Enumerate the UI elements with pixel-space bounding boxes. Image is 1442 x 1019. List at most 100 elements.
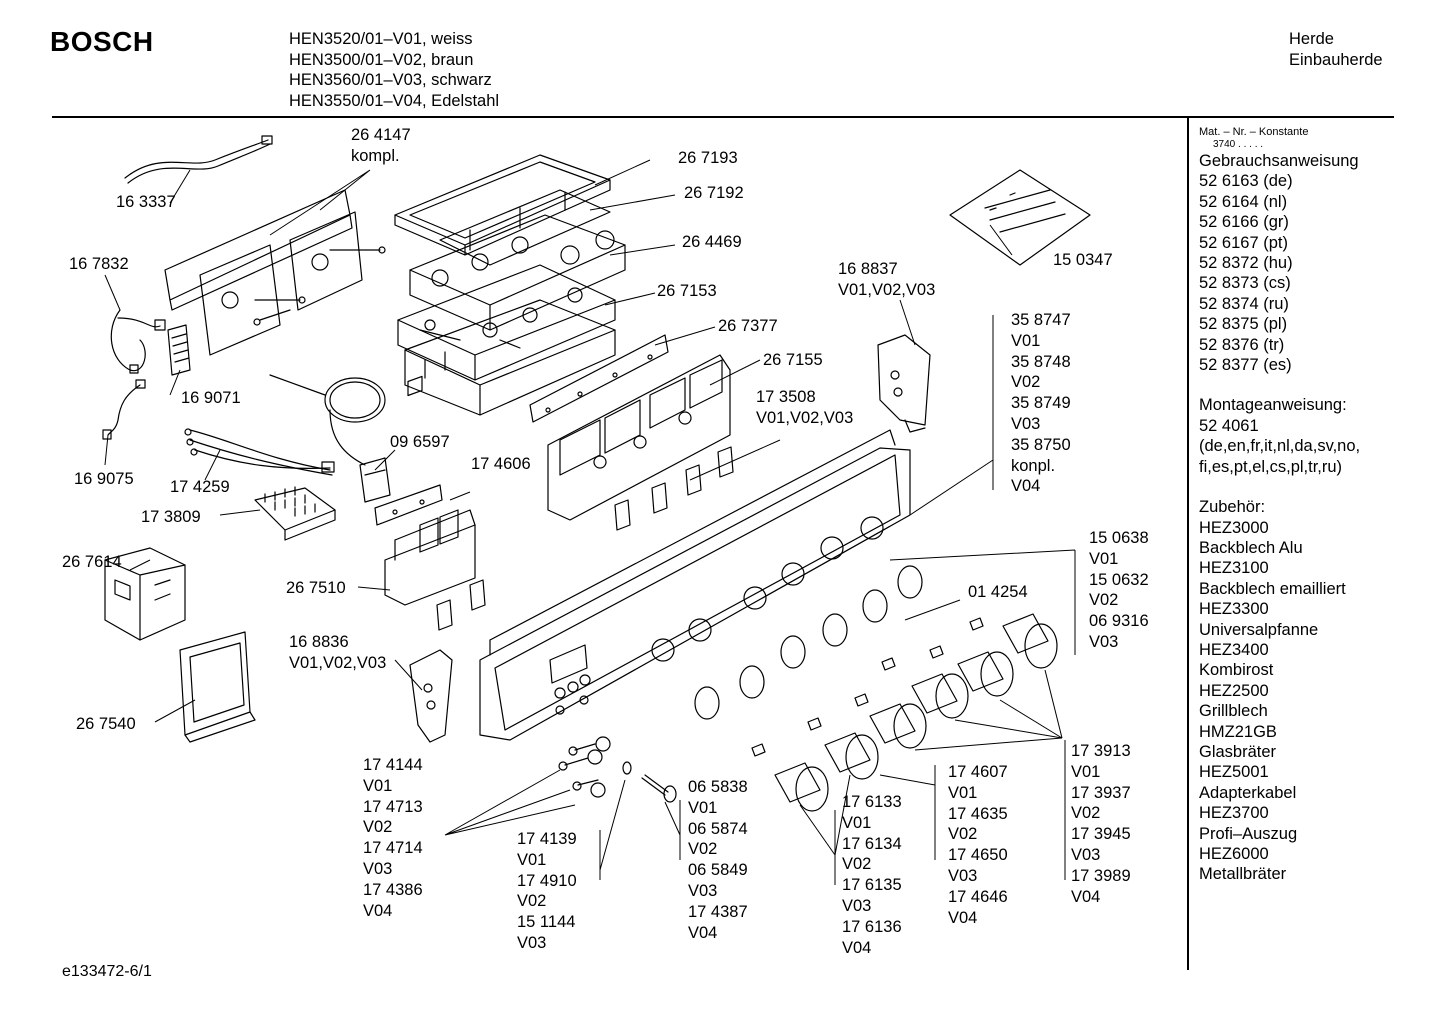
header-divider [52, 116, 1394, 118]
part-number-line: 17 3913 [1071, 742, 1131, 760]
part-number-line: 15 0632 [1089, 570, 1149, 589]
part-number-line: V03 [688, 881, 718, 900]
part-number-line: konpl. [1011, 456, 1056, 475]
part-label: 26 7153 [657, 282, 717, 300]
switch-housing-part [398, 265, 615, 380]
part-number-line: 17 3945 [1071, 825, 1131, 844]
part-number-line: 17 6135 [842, 876, 902, 895]
mat-value: 3740 . . . . . [1213, 139, 1264, 150]
control-panel-part [480, 430, 910, 740]
sidebar-list-item: 52 6166 (gr) [1199, 213, 1289, 232]
sidebar-list-item: HEZ3000 [1199, 518, 1269, 537]
o-ring-part [623, 762, 631, 774]
part-number-line: V01 [688, 798, 718, 817]
screw-bag-part [950, 170, 1090, 265]
part-number-line: V03 [1011, 414, 1041, 433]
part-label: 15 0347 [1053, 251, 1113, 269]
cable-part [185, 429, 334, 475]
part-number-line: V01 [1089, 549, 1119, 568]
assembly-list: 52 4061(de,en,fr,it,nl,da,sv,no,fi,es,pt… [1199, 416, 1399, 477]
part-number-line: V02 [1011, 373, 1041, 392]
part-number-line: 06 9316 [1089, 612, 1149, 631]
part-number-line: 35 8748 [1011, 352, 1071, 371]
part-number-line: 15 0638 [1089, 529, 1149, 547]
spring-part [642, 775, 676, 802]
model-line: HEN3560/01–V03, schwarz [289, 71, 492, 89]
part-number-line: 17 4650 [948, 846, 1008, 865]
sidebar-list-item: 52 6164 (nl) [1199, 192, 1288, 211]
part-number-line: 17 4607 [948, 763, 1008, 781]
part-number-line: 06 5838 [688, 778, 748, 796]
part-number-line: 17 4646 [948, 887, 1008, 906]
part-number-line: 17 6133 [842, 793, 902, 811]
part-number-line: 06 5849 [688, 861, 748, 880]
part-label: 16 9071 [181, 389, 241, 407]
part-number-line: 35 8747 [1011, 311, 1071, 329]
knob-ring-part [695, 566, 922, 719]
sidebar-list-item: 52 8372 (hu) [1199, 254, 1293, 273]
sidebar-list-item: Adapterkabel [1199, 783, 1297, 802]
sidebar-list-item: 52 8373 (cs) [1199, 274, 1291, 293]
sidebar-list-item: 52 4061 [1199, 416, 1259, 435]
part-number-line: V03 [517, 933, 547, 952]
part-number-line: 17 6134 [842, 834, 902, 853]
part-number-line: 35 8749 [1011, 394, 1071, 413]
part-label: 16 7832 [69, 255, 129, 273]
glass-cover-part [395, 155, 610, 255]
brand-logo: BOSCH [50, 26, 154, 57]
sidebar-list-item: HEZ5001 [1199, 763, 1269, 782]
part-number-line: 17 4713 [363, 797, 423, 816]
model-line: HEN3550/01–V04, Edelstahl [289, 91, 500, 110]
part-number-line: V04 [842, 938, 872, 957]
part-label: 16 9075 [74, 470, 134, 488]
part-number-line: 17 4139 [517, 830, 577, 848]
sidebar-list-item: HEZ3700 [1199, 804, 1269, 823]
part-number-line: 17 3937 [1071, 783, 1131, 802]
part-label: 17 4259 [170, 478, 230, 496]
plate-part [375, 485, 442, 525]
part-number-line: 17 6136 [842, 917, 902, 936]
part-number-line: 17 4635 [948, 804, 1008, 823]
wire-harness-part [125, 136, 272, 183]
part-number-line: V01 [1011, 331, 1041, 350]
frame-part [180, 632, 255, 742]
bracket-part [878, 335, 930, 432]
part-number-line: 15 1144 [517, 913, 576, 932]
part-number-line: 17 4144 [363, 756, 423, 774]
sidebar-list-item: Kombirost [1199, 661, 1274, 680]
part-number-line: V03 [842, 896, 872, 915]
part-number-line: V01 [517, 850, 547, 869]
sidebar-list-item: HEZ3100 [1199, 559, 1269, 578]
part-number-line: V03 [948, 866, 978, 885]
sidebar-list-item: Backblech emailliert [1199, 579, 1346, 598]
sidebar-list-item: HEZ2500 [1199, 681, 1269, 700]
part-number-line: V02 [1089, 591, 1119, 610]
part-label: 16 3337 [116, 193, 176, 211]
part-number-line: V04 [1071, 887, 1101, 906]
knob-part [870, 674, 968, 748]
sidebar-list-item: 52 6163 (de) [1199, 172, 1293, 191]
part-number-line: V02 [517, 892, 547, 911]
switch-base-part [410, 215, 625, 330]
clip-part [752, 618, 983, 756]
sidebar-list-item: 52 8375 (pl) [1199, 315, 1288, 334]
part-number-line: V02 [842, 855, 872, 874]
part-number-line: V04 [688, 923, 718, 942]
switch-bracket-part [165, 190, 385, 355]
assembly-title: Montageanweisung: [1199, 396, 1347, 415]
part-number-line: V04 [948, 908, 978, 927]
part-label: 26 7193 [678, 149, 738, 167]
part-label: 17 3809 [141, 508, 201, 526]
part-number-line: V04 [1011, 477, 1041, 496]
part-number-line: V02 [688, 840, 718, 859]
sidebar-list-item: 52 8374 (ru) [1199, 294, 1289, 313]
knob-part [775, 733, 878, 811]
